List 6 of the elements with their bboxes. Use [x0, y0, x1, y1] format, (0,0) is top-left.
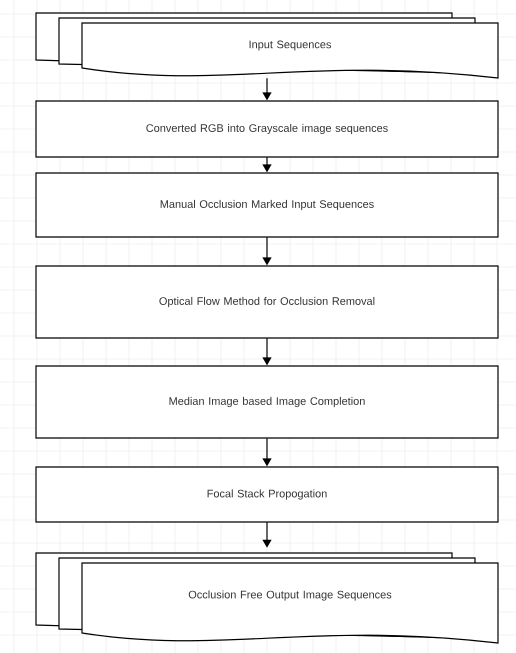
process-box: Converted RGB into Grayscale image sequences: [35, 100, 499, 158]
process-box: Focal Stack Propogation: [35, 466, 499, 523]
node-label: Occlusion Free Output Image Sequences: [188, 590, 392, 601]
process-box: Optical Flow Method for Occlusion Removal: [35, 265, 499, 339]
process-box: Manual Occlusion Marked Input Sequences: [35, 172, 499, 238]
process-box: Median Image based Image Completion: [35, 365, 499, 439]
